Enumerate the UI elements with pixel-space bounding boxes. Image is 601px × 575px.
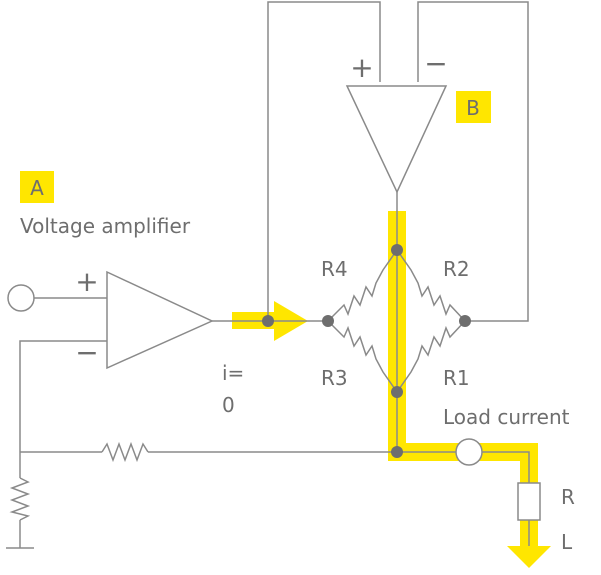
rl-label-r: R — [561, 485, 575, 509]
nodes — [262, 244, 471, 458]
current-meter — [455, 438, 483, 466]
tag-a-box — [20, 171, 54, 203]
tag-a: A — [30, 176, 44, 200]
input-terminal — [7, 284, 35, 312]
resistor-r3 — [327, 320, 398, 393]
amp-b-minus-sign: − — [424, 47, 447, 80]
tag-b: B — [466, 96, 480, 120]
amp-a-plus-sign: + — [75, 265, 98, 298]
wire-a-minus — [19, 340, 107, 452]
rl-label-l: L — [561, 530, 573, 554]
resistor-r1 — [396, 320, 466, 393]
node-bridge-top — [391, 244, 403, 256]
amplifier-a — [106, 270, 214, 370]
node-bridge-bottom — [391, 386, 403, 398]
load-current-path — [232, 211, 551, 568]
load-current-label: Load current — [443, 405, 570, 429]
r1-label: R1 — [443, 366, 470, 390]
r4-label: R4 — [321, 257, 348, 281]
resistor-r2 — [396, 249, 466, 322]
amplifier-b — [345, 85, 448, 194]
r2-label: R2 — [443, 257, 470, 281]
ground-resistor — [9, 477, 31, 521]
node-load — [391, 446, 403, 458]
load-resistor — [517, 482, 541, 521]
bridge — [327, 249, 466, 393]
ground-arrow-icon — [507, 546, 551, 568]
current-value: 0 — [222, 393, 235, 417]
r3-label: R3 — [321, 366, 348, 390]
amp-a-minus-sign: − — [75, 336, 98, 369]
amp-b-plus-sign: + — [350, 51, 373, 84]
wire-b-plus — [267, 1, 381, 321]
feedback-resistor — [101, 441, 149, 463]
voltage-amplifier-label: Voltage amplifier — [20, 214, 191, 238]
node-bridge-left — [322, 315, 334, 327]
node-feedback — [262, 315, 274, 327]
node-bridge-right — [459, 315, 471, 327]
resistor-r4 — [327, 249, 398, 322]
current-label: i= — [222, 361, 244, 385]
wire-load-b — [482, 451, 530, 483]
wires — [6, 1, 530, 549]
tag-b-box — [456, 91, 491, 123]
wire-b-minus — [417, 1, 529, 322]
